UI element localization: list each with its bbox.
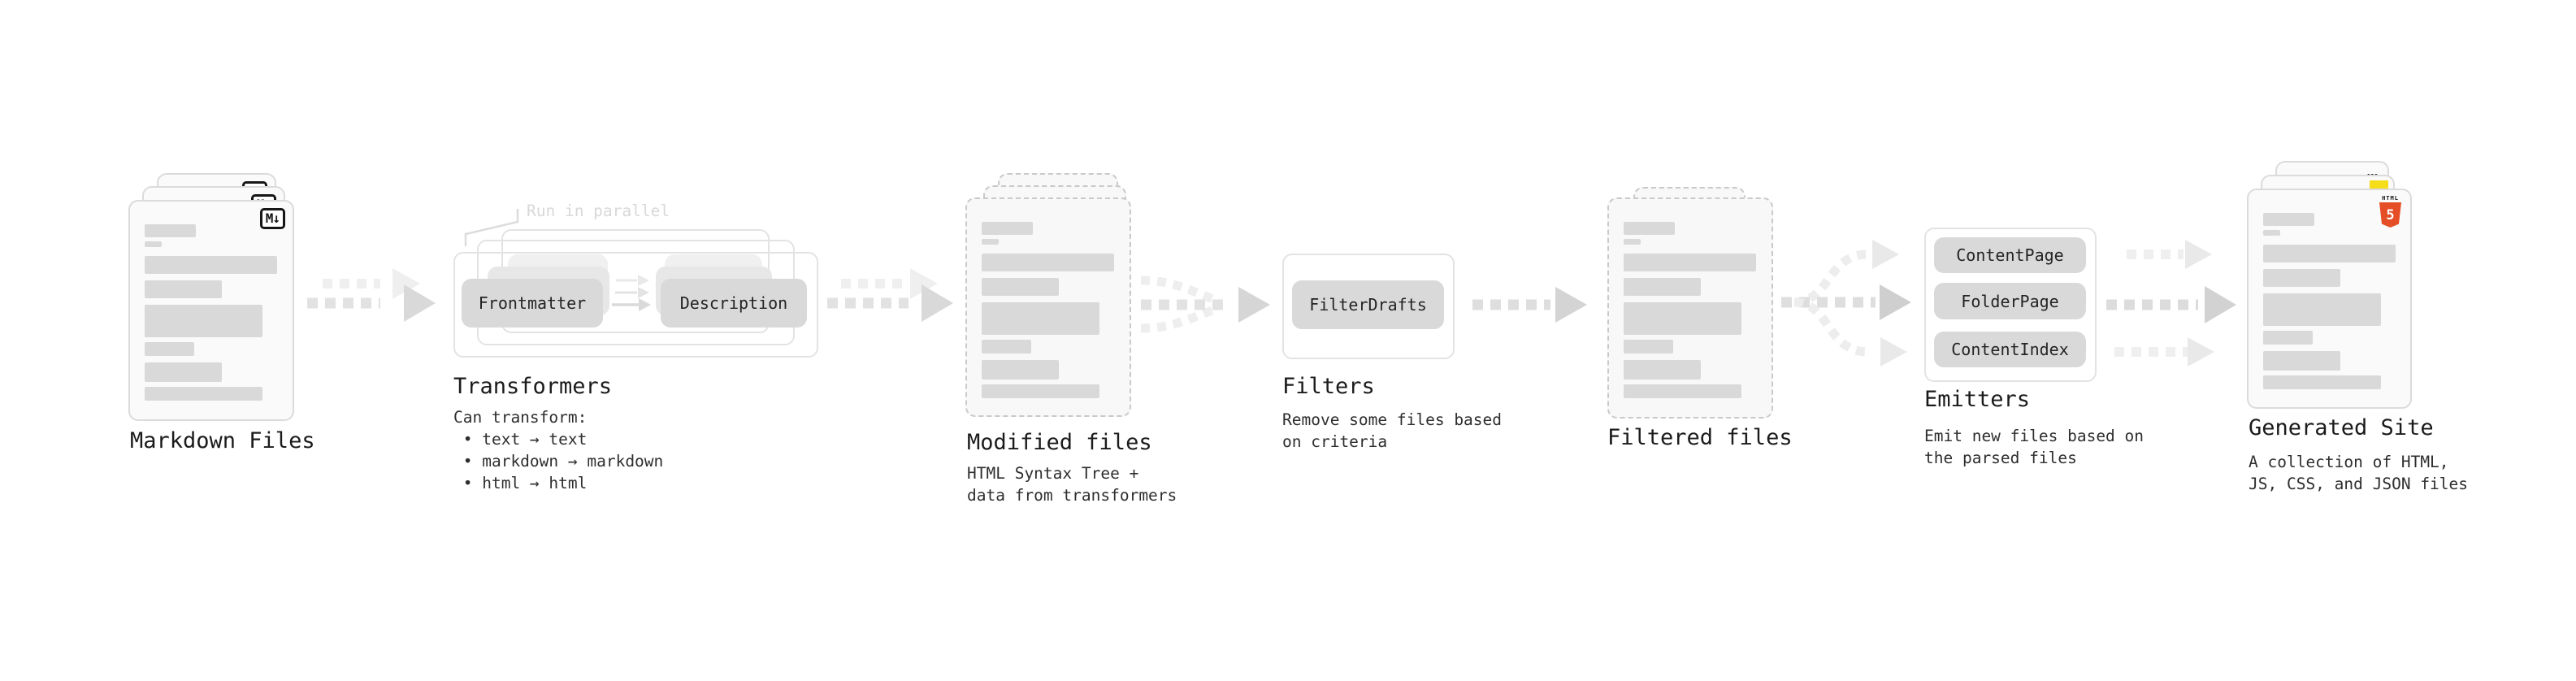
markdown-file-card: M↓ [128,200,294,421]
skeleton-bar [982,360,1059,380]
file-skeleton [1624,222,1756,398]
skeleton-bar [1624,278,1701,296]
skeleton-bar [2263,269,2340,287]
generated-html-card: HTML 5 [2247,189,2412,409]
arrow-transformers-to-modified [827,268,953,322]
file-skeleton [145,224,277,401]
arrow-markdown-to-transformers [307,268,436,322]
skeleton-bar [982,254,1114,271]
arrow-filters-to-filtered [1472,287,1587,323]
markdown-icon: M↓ [259,208,285,229]
skeleton-bar [982,302,1099,335]
skeleton-bar [1624,222,1675,235]
folderpage-emitter: FolderPage [1934,283,2086,319]
stage-label-generated-site: Generated Site [2249,415,2434,440]
skeleton-bar [145,224,196,237]
stage-label-markdown-files: Markdown Files [130,428,315,453]
skeleton-bar [145,362,222,382]
stage-label-modified-files: Modified files [967,430,1152,455]
html5-icon: HTML 5 [2379,195,2401,228]
skeleton-bar [1624,239,1641,245]
skeleton-bar [1624,254,1756,271]
skeleton-bar [982,340,1031,354]
skeleton-bar [2263,230,2280,236]
transformers-box [453,252,818,358]
skeleton-bar [2263,245,2396,262]
skeleton-bar [2263,351,2340,371]
transformers-description: Can transform: • text → text • markdown … [453,408,664,492]
skeleton-bar [145,387,262,401]
arrow-emitters-to-generated [2106,240,2236,367]
description-transformer: Description [661,279,807,327]
stage-label-emitters: Emitters [1924,387,2031,412]
stage-label-transformers: Transformers [453,374,613,399]
frontmatter-transformer: Frontmatter [462,279,603,327]
skeleton-bar [1624,302,1741,335]
generated-site-description: A collection of HTML, JS, CSS, and JSON … [2249,453,2469,493]
skeleton-bar [982,384,1099,398]
js-icon [2370,180,2388,190]
skeleton-bar [2263,375,2381,389]
skeleton-bar [2263,331,2313,345]
skeleton-bar [145,280,222,298]
skeleton-bar [145,342,194,356]
skeleton-bar [982,278,1059,296]
skeleton-bar [1624,384,1741,398]
skeleton-bar [145,256,277,274]
file-skeleton [2263,213,2396,389]
html5-icon-text: HTML [2382,195,2399,202]
file-skeleton [982,222,1114,398]
html5-icon-shield: 5 [2379,202,2401,228]
filterdrafts-filter: FilterDrafts [1292,280,1444,329]
skeleton-bar [145,305,262,337]
skeleton-bar [2263,213,2314,226]
skeleton-bar [2263,293,2381,326]
contentindex-emitter: ContentIndex [1934,332,2086,367]
arrow-filtered-to-emitters [1781,240,1911,367]
emitters-description: Emit new files based on the parsed files [1924,427,2144,467]
filtered-file-card [1607,197,1773,419]
stage-label-filtered-files: Filtered files [1607,425,1793,450]
skeleton-bar [145,241,162,247]
stage-label-filters: Filters [1282,374,1375,399]
modified-file-card [965,197,1131,417]
run-in-parallel-note: Run in parallel [527,202,670,220]
skeleton-bar [982,239,999,245]
modified-files-description: HTML Syntax Tree + data from transformer… [967,464,1177,505]
filters-description: Remove some files based on criteria [1282,410,1503,451]
skeleton-bar [982,222,1033,235]
skeleton-bar [1624,340,1673,354]
contentpage-emitter: ContentPage [1934,237,2086,273]
filters-box [1282,254,1455,359]
arrow-modified-to-filters [1140,275,1270,333]
emitters-box [1924,228,2097,382]
skeleton-bar [1624,360,1701,380]
